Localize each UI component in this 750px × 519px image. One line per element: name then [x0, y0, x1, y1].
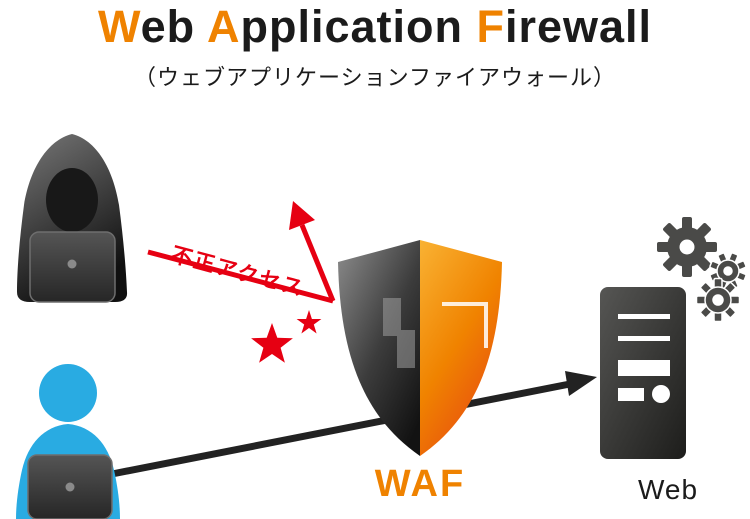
web-label: Web	[637, 474, 699, 505]
title-text: irewall	[504, 1, 653, 52]
shield-orange-highlight	[442, 302, 488, 348]
shield-icon	[338, 240, 502, 456]
attack-arrow	[147, 201, 336, 304]
title-text: pplication	[240, 1, 477, 52]
allowed-traffic-arrow	[111, 371, 597, 478]
gear-large	[657, 217, 717, 277]
server-icon	[600, 287, 686, 459]
page-subtitle: （ウェブアプリケーションファイアウォール）	[134, 65, 616, 90]
title-text: eb	[140, 1, 207, 52]
user-icon	[16, 364, 120, 519]
shield-gray-highlight	[383, 298, 415, 368]
gear-medium	[695, 277, 741, 323]
title-letter-f: F	[476, 1, 505, 52]
title-letter-w: W	[97, 1, 141, 52]
gear-small	[709, 252, 747, 290]
page-title: Web Application Firewall	[0, 0, 750, 54]
impact-burst-icons	[251, 310, 322, 363]
title-letter-a: A	[206, 1, 241, 52]
gears-icon	[657, 217, 747, 323]
waf-label: WAF	[374, 463, 466, 505]
hacker-icon	[17, 134, 128, 303]
